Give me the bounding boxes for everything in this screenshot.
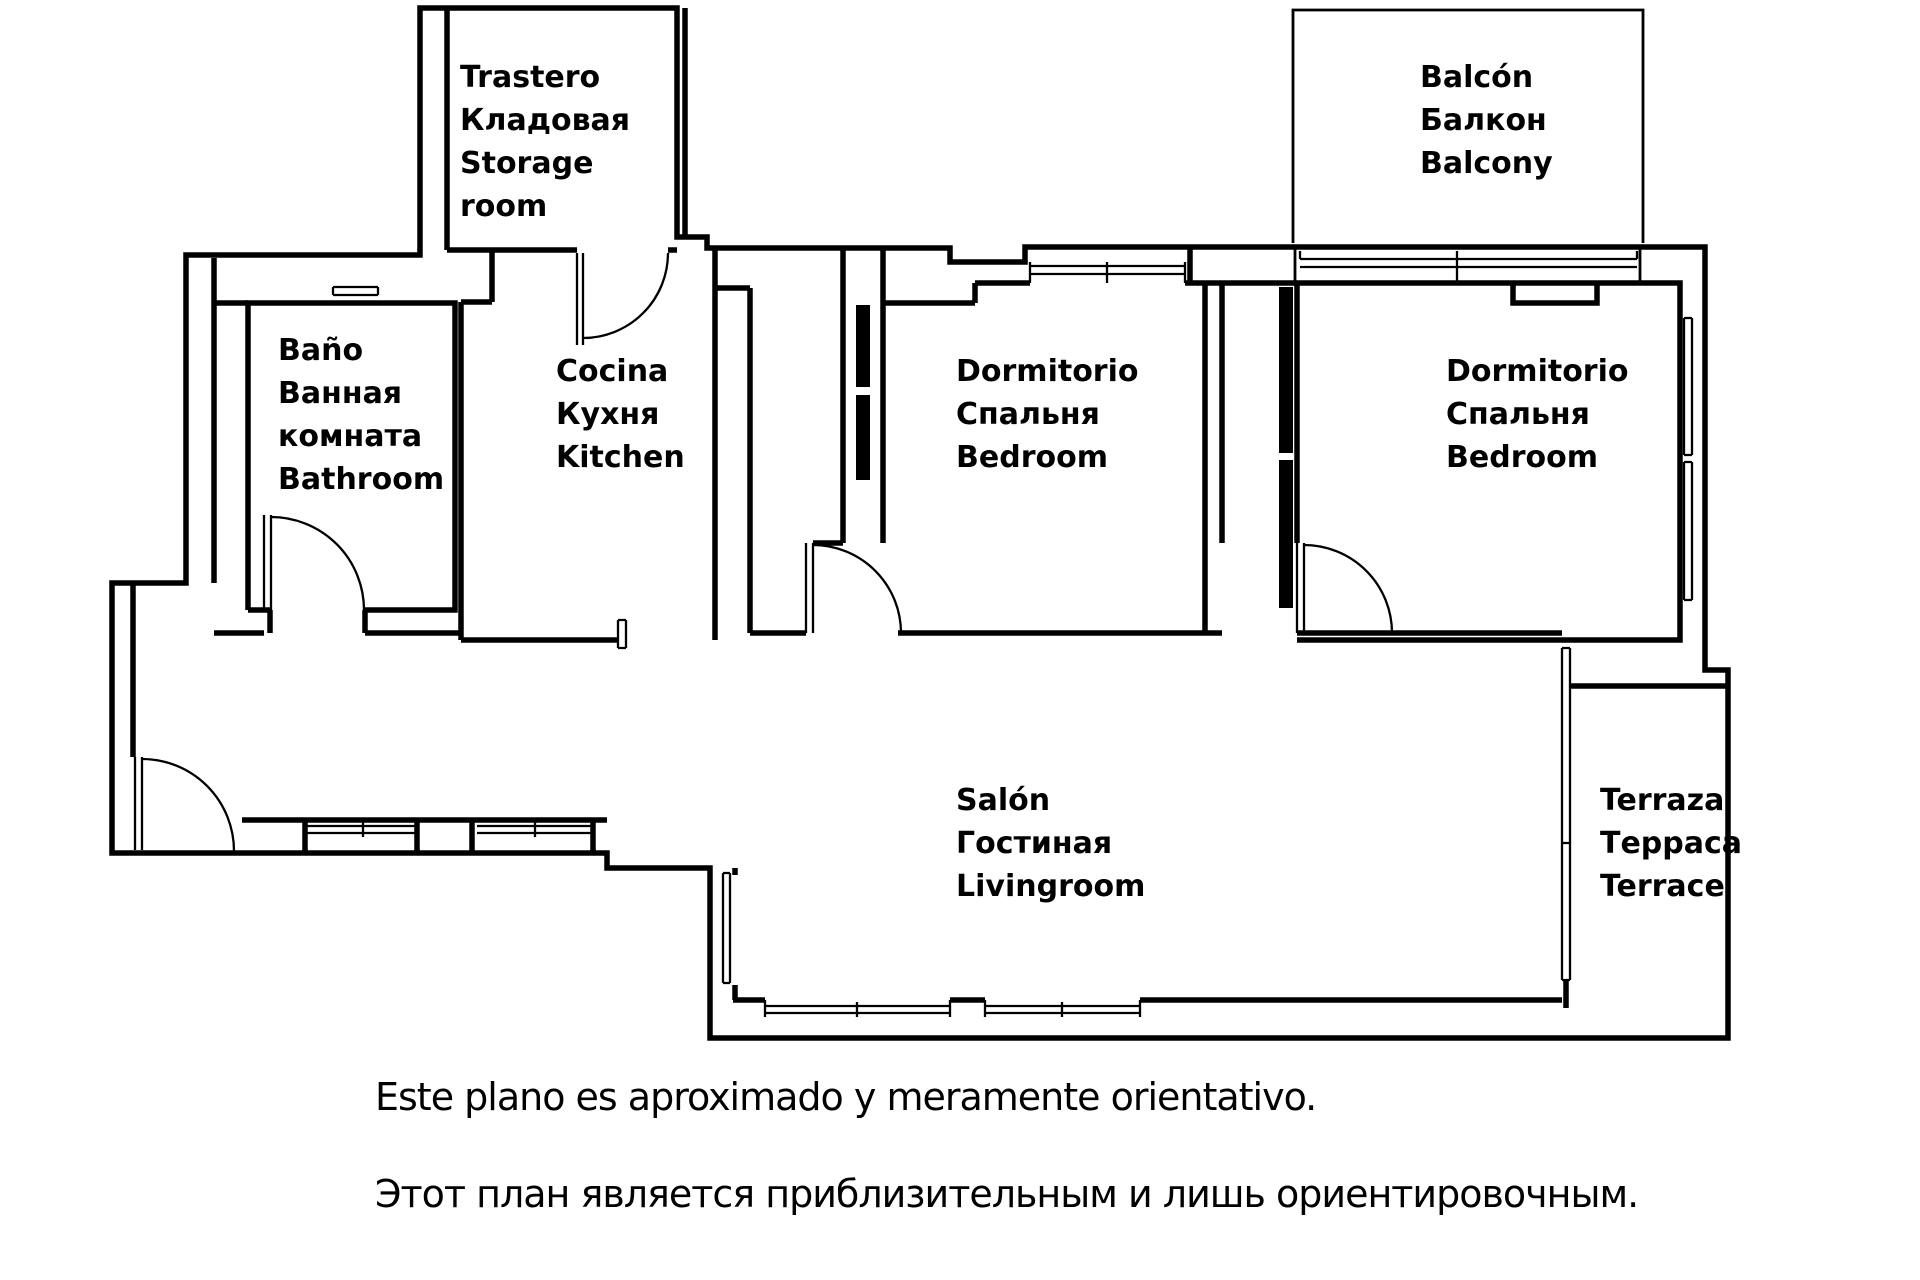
window-balcony-band <box>1298 251 1639 283</box>
door-entry <box>133 757 236 852</box>
bedroom-back-walls <box>1294 280 1683 643</box>
bedroom-back-label-en: Bedroom <box>1446 440 1598 475</box>
window-bottom-salon-1 <box>763 1000 952 1017</box>
door-arc-bathroom <box>270 515 366 611</box>
sliding-door-bedroom-back-upper <box>1279 287 1293 453</box>
door-arc-bedroom-front <box>812 543 903 634</box>
window-above-bedroom-front <box>1028 262 1187 283</box>
storage-room-walls <box>444 8 688 253</box>
balcony-label-es: Balcón <box>1420 60 1533 95</box>
left-wing-inner-walls <box>130 250 607 853</box>
door-leaf-storage <box>575 253 585 345</box>
room-label-terrace: Terraza Терраса Terrace <box>1600 783 1742 904</box>
room-label-bathroom: Baño Ванная комната Bathroom <box>278 333 444 497</box>
door-bathroom <box>262 515 366 611</box>
window-step-left <box>721 871 732 985</box>
livingroom-label-en: Livingroom <box>956 869 1145 904</box>
livingroom-label-ru: Гостиная <box>956 826 1112 861</box>
window-bottom-left-1 <box>305 822 417 837</box>
kitchen-passage-jamb <box>616 618 628 650</box>
doors <box>133 252 1394 852</box>
bathroom-label-es: Baño <box>278 333 363 368</box>
room-label-bedroom-front: Dormitorio Спальня Bedroom <box>956 354 1139 475</box>
balcony-outline <box>1291 8 1645 283</box>
bedroom-front-walls <box>813 248 1208 636</box>
door-bedroom-front <box>804 543 903 634</box>
sliding-doors <box>856 287 1293 608</box>
storage-label-ru: Кладовая <box>460 103 630 138</box>
door-leaf-bedroom-front <box>804 543 815 633</box>
corridor-walls <box>1187 247 1297 636</box>
kitchen-walls <box>458 248 806 643</box>
disclaimer-es: Este plano es aproximado y meramente ori… <box>375 1075 1316 1119</box>
windows <box>305 251 1694 1017</box>
kitchen-label-en: Kitchen <box>556 440 685 475</box>
terrace-label-en: Terrace <box>1600 869 1725 904</box>
bathroom-walls <box>214 300 461 636</box>
window-bedroom-back-right <box>1682 316 1694 602</box>
storage-label-en-2: room <box>460 189 547 224</box>
sliding-door-bedroom-front-upper <box>856 305 870 387</box>
outer-wall <box>109 5 1731 1041</box>
door-leaf-entry <box>133 757 144 850</box>
room-label-balcony: Balcón Балкон Balcony <box>1420 60 1553 181</box>
sliding-door-bedroom-front-lower <box>856 395 870 480</box>
sliding-door-bedroom-back-lower <box>1279 460 1293 608</box>
bedroom-back-label-es: Dormitorio <box>1446 354 1629 389</box>
room-label-livingroom: Salón Гостиная Livingroom <box>956 783 1145 904</box>
bathroom-label-ru-2: комната <box>278 419 422 454</box>
bedroom-front-label-es: Dormitorio <box>956 354 1139 389</box>
room-label-kitchen: Cocina Кухня Kitchen <box>556 354 685 475</box>
bedroom-front-label-ru: Спальня <box>956 397 1100 432</box>
walls <box>109 5 1731 1041</box>
door-arc-bedroom-back <box>1303 543 1394 634</box>
balcony-walls <box>1291 8 1645 283</box>
window-terrace <box>1560 646 1572 982</box>
storage-label-es: Trastero <box>460 60 600 95</box>
room-label-storage: Trastero Кладовая Storage room <box>460 60 630 224</box>
door-arc-entry <box>141 757 236 852</box>
terrace-label-es: Terraza <box>1600 783 1724 818</box>
livingroom-terrace-walls <box>732 630 1728 1008</box>
door-leaf-bathroom <box>262 515 273 610</box>
disclaimer-ru: Этот план является приблизительным и лиш… <box>375 1172 1638 1216</box>
livingroom-label-es: Salón <box>956 783 1050 818</box>
window-bottom-salon-2 <box>983 1000 1142 1017</box>
balcony-label-ru: Балкон <box>1420 103 1547 138</box>
bathroom-label-ru-1: Ванная <box>278 376 402 411</box>
room-label-bedroom-back: Dormitorio Спальня Bedroom <box>1446 354 1629 475</box>
door-bedroom-back <box>1295 543 1394 634</box>
door-leaf-bedroom-back <box>1295 543 1306 633</box>
kitchen-label-ru: Кухня <box>556 397 659 432</box>
bedroom-front-label-en: Bedroom <box>956 440 1108 475</box>
storage-label-en-1: Storage <box>460 146 593 181</box>
door-arc-storage <box>582 252 670 340</box>
bathroom-label-en: Bathroom <box>278 462 444 497</box>
kitchen-label-es: Cocina <box>556 354 668 389</box>
window-above-bathroom <box>331 285 380 297</box>
terrace-label-ru: Терраса <box>1600 826 1742 861</box>
balcony-label-en: Balcony <box>1420 146 1553 181</box>
disclaimer: Este plano es aproximado y meramente ori… <box>375 1075 1639 1216</box>
room-labels: Trastero Кладовая Storage room Balcón Ба… <box>278 60 1742 904</box>
door-storage <box>575 252 670 345</box>
window-bottom-left-2 <box>477 822 593 837</box>
bedroom-back-label-ru: Спальня <box>1446 397 1590 432</box>
